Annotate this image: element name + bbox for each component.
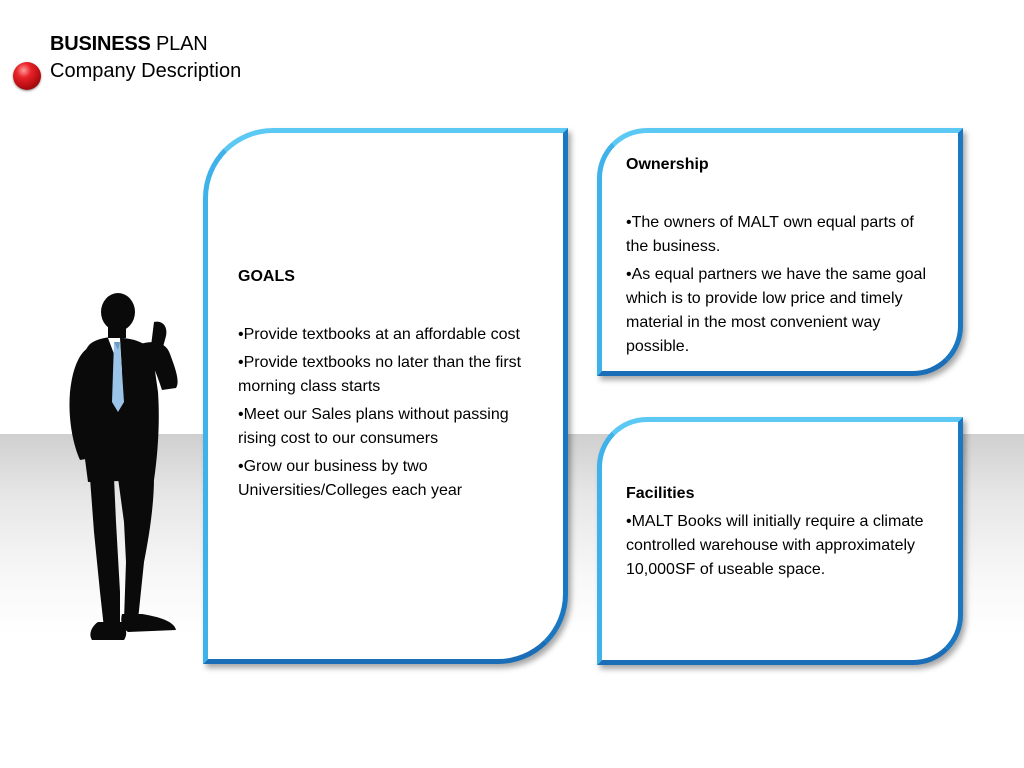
slide-title: BUSINESS PLAN [50, 32, 241, 56]
slide-header: BUSINESS PLAN Company Description [50, 32, 241, 86]
facilities-item: •MALT Books will initially require a cli… [626, 513, 924, 578]
title-rest-word: PLAN [156, 33, 208, 55]
red-bullet-icon [13, 62, 41, 90]
goals-heading: GOALS [238, 268, 295, 285]
goals-item: •Provide textbooks no later than the fir… [238, 354, 522, 395]
ownership-card: Ownership •The owners of MALT own equal … [597, 128, 963, 376]
goals-item: •Grow our business by two Universities/C… [238, 458, 463, 499]
goals-item: •Provide textbooks at an affordable cost [238, 326, 520, 343]
facilities-card: Facilities •MALT Books will initially re… [597, 417, 963, 665]
ownership-item: •The owners of MALT own equal parts of t… [626, 214, 914, 255]
facilities-heading: Facilities [626, 485, 695, 502]
businessman-silhouette-icon [69, 293, 178, 640]
title-bold-word: BUSINESS [50, 33, 151, 55]
goals-card: GOALS •Provide textbooks at an affordabl… [203, 128, 568, 664]
goals-item: •Meet our Sales plans without passing ri… [238, 406, 509, 447]
ownership-item: •As equal partners we have the same goal… [626, 266, 926, 355]
slide-subtitle: Company Description [50, 60, 242, 82]
ownership-heading: Ownership [626, 156, 709, 173]
